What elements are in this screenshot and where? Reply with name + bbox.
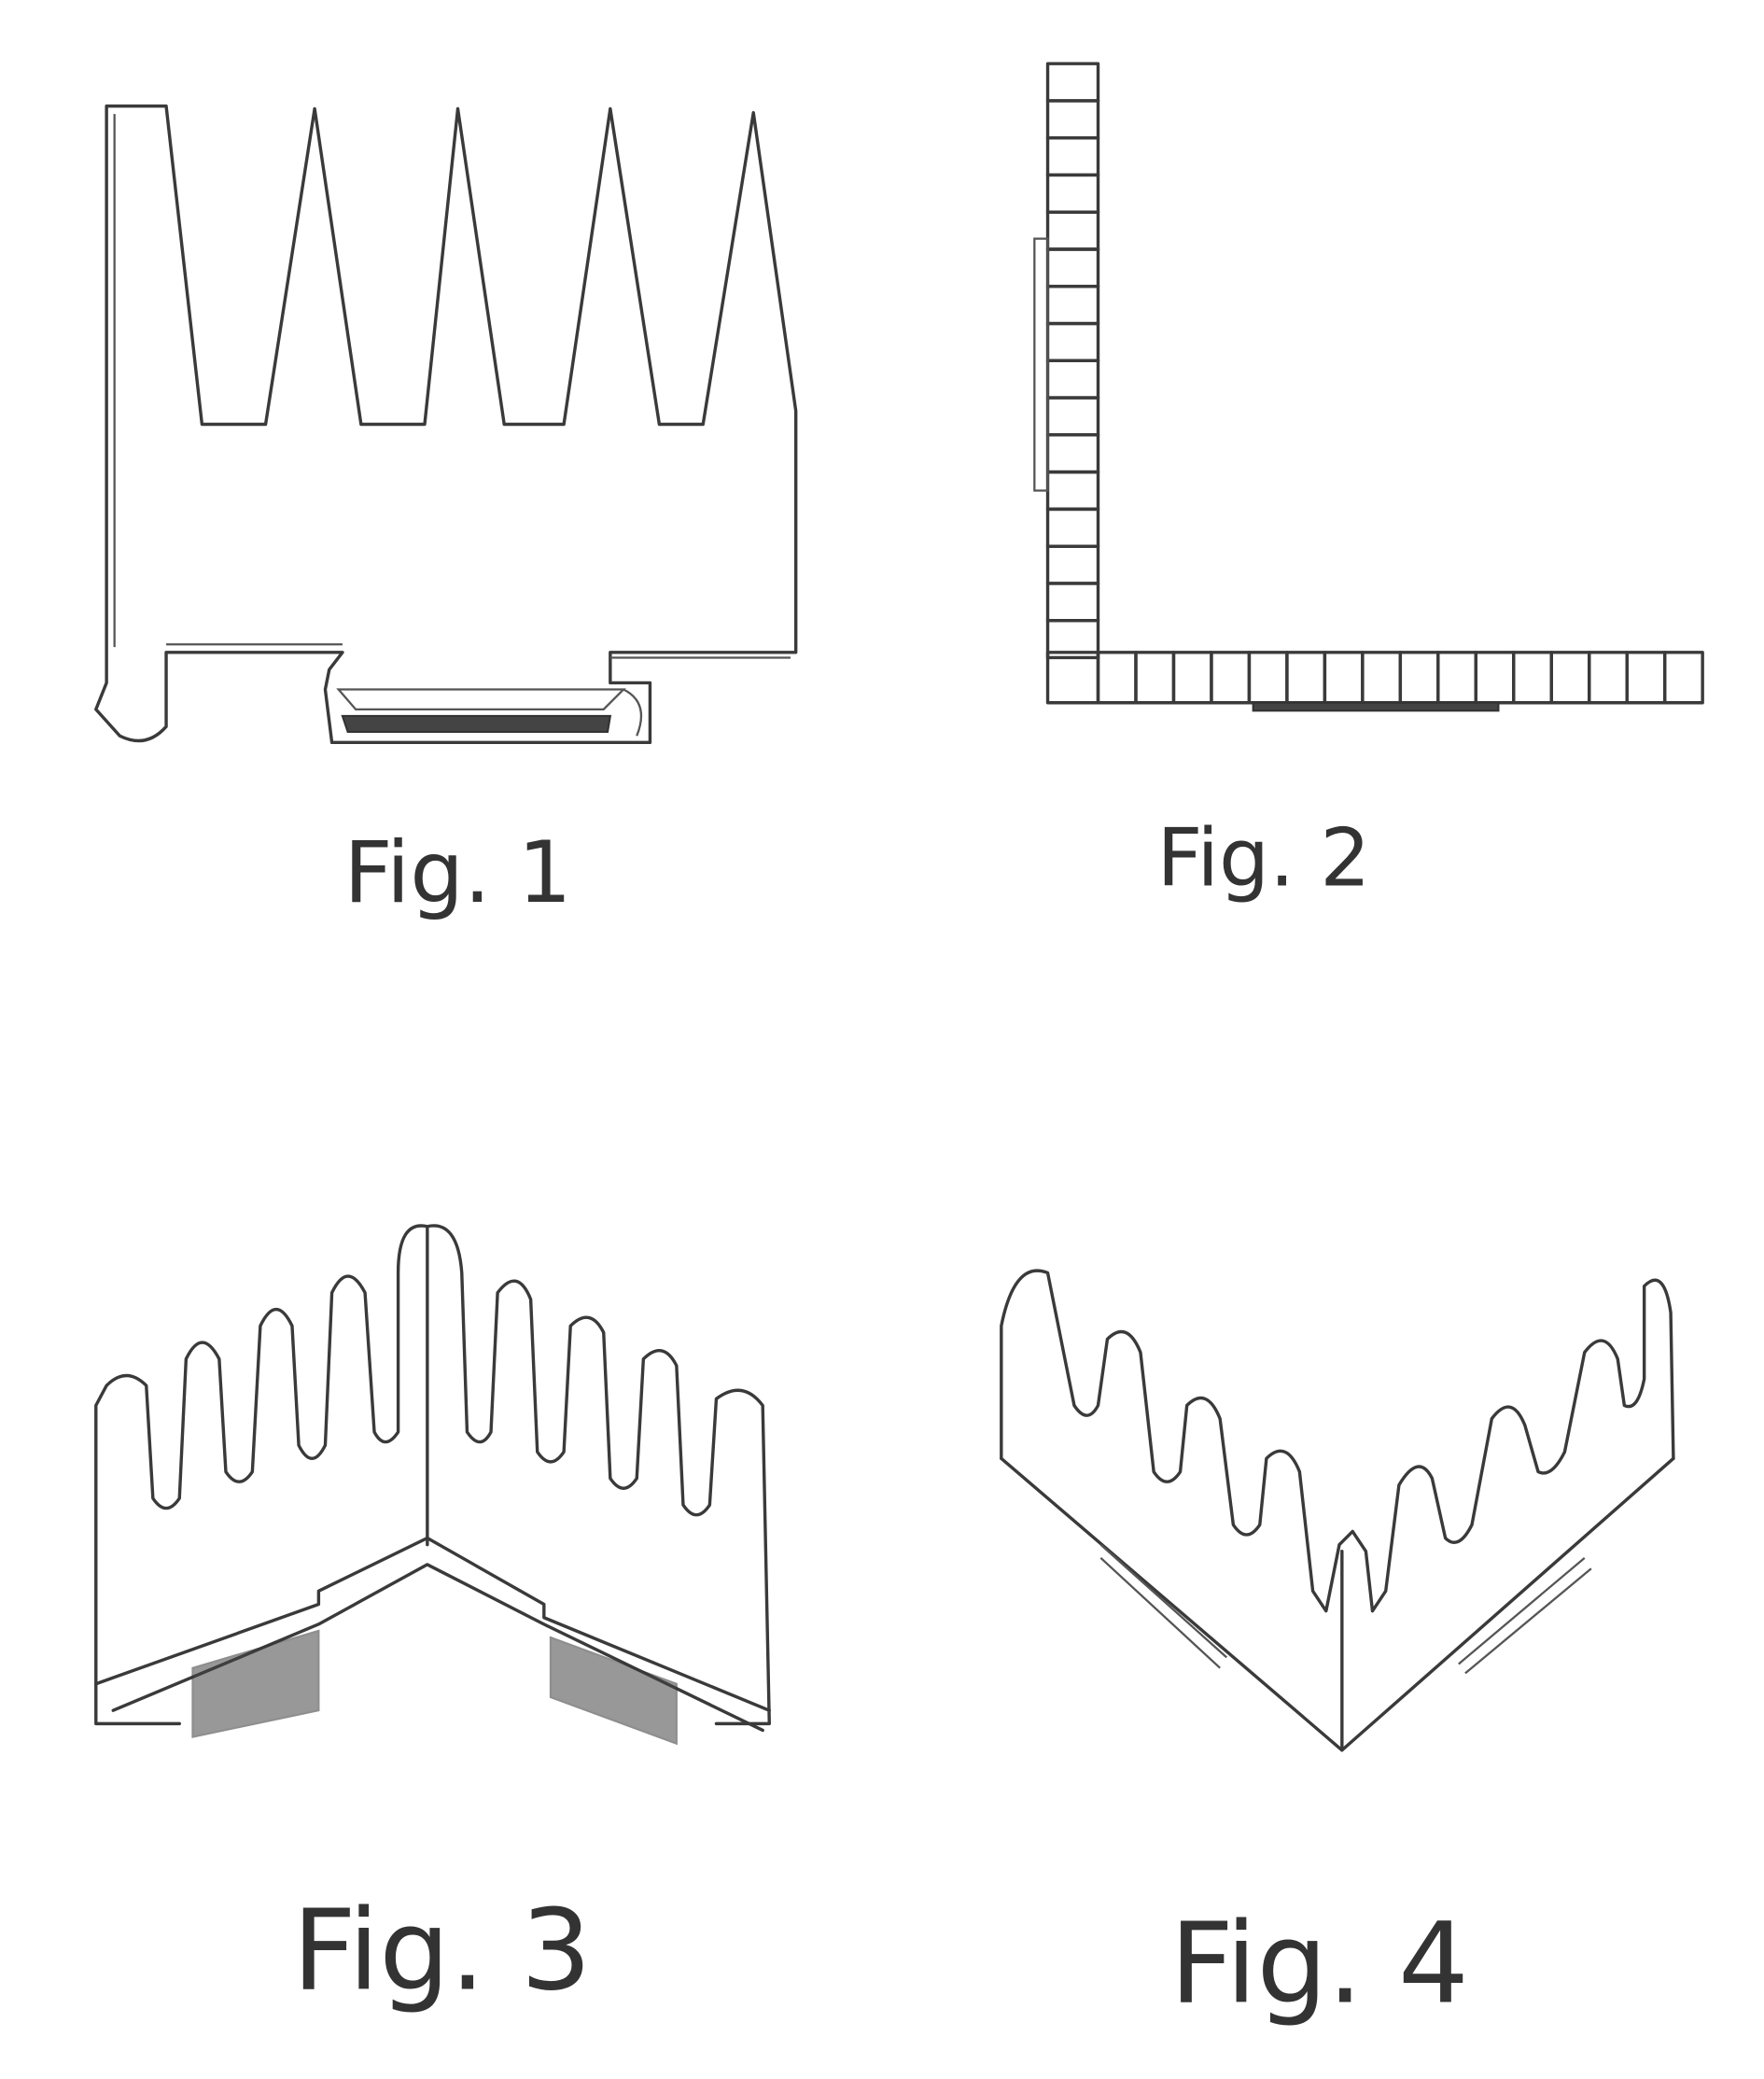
fin-cell xyxy=(1549,651,1591,705)
fin-cell xyxy=(1045,62,1100,103)
fin-cell xyxy=(1323,651,1365,705)
fin-cell xyxy=(1045,358,1100,400)
figure-1-caption: Fig. 1 xyxy=(343,824,571,922)
fin-cell xyxy=(1045,285,1100,326)
fin-cell xyxy=(1045,618,1100,660)
figure-4-drawing xyxy=(1000,1269,1675,1752)
corner-cell xyxy=(1045,651,1100,705)
fin-cell xyxy=(1625,651,1667,705)
fin-cell xyxy=(1045,507,1100,548)
figure-3-caption: Fig. 3 xyxy=(292,1886,592,2016)
figure-2-drawing xyxy=(1033,62,1704,712)
fin-cell xyxy=(1361,651,1403,705)
fin-cell xyxy=(1398,651,1440,705)
fin-cell xyxy=(1436,651,1477,705)
fin-cell xyxy=(1512,651,1553,705)
figure-3-drawing xyxy=(94,1224,771,1746)
fin-cell xyxy=(1045,210,1100,251)
fin-cell xyxy=(1045,582,1100,623)
fin-cell xyxy=(1588,651,1629,705)
fin-cell xyxy=(1247,651,1289,705)
fin-cell xyxy=(1045,321,1100,363)
fin-cell xyxy=(1171,651,1213,705)
fin-cell xyxy=(1045,136,1100,177)
fin-cell xyxy=(1045,396,1100,437)
fin-cell xyxy=(1285,651,1327,705)
fin-cell xyxy=(1045,544,1100,585)
fin-cell xyxy=(1045,173,1100,214)
fin-cell xyxy=(1474,651,1516,705)
fin-cell xyxy=(1045,247,1100,288)
clip-strip xyxy=(1033,237,1049,492)
fin-cell xyxy=(1045,99,1100,140)
fin-cell xyxy=(1045,433,1100,474)
fin-cell xyxy=(1662,651,1704,705)
fin-cell xyxy=(1045,470,1100,512)
clip-strip xyxy=(1252,701,1500,712)
fin-cell xyxy=(1210,651,1252,705)
figure-1-drawing xyxy=(94,104,798,745)
figure-2-caption: Fig. 2 xyxy=(1157,813,1371,906)
figure-4-caption: Fig. 4 xyxy=(1169,1900,1469,2030)
fin-cell xyxy=(1134,651,1176,705)
fin-cell xyxy=(1096,651,1138,705)
